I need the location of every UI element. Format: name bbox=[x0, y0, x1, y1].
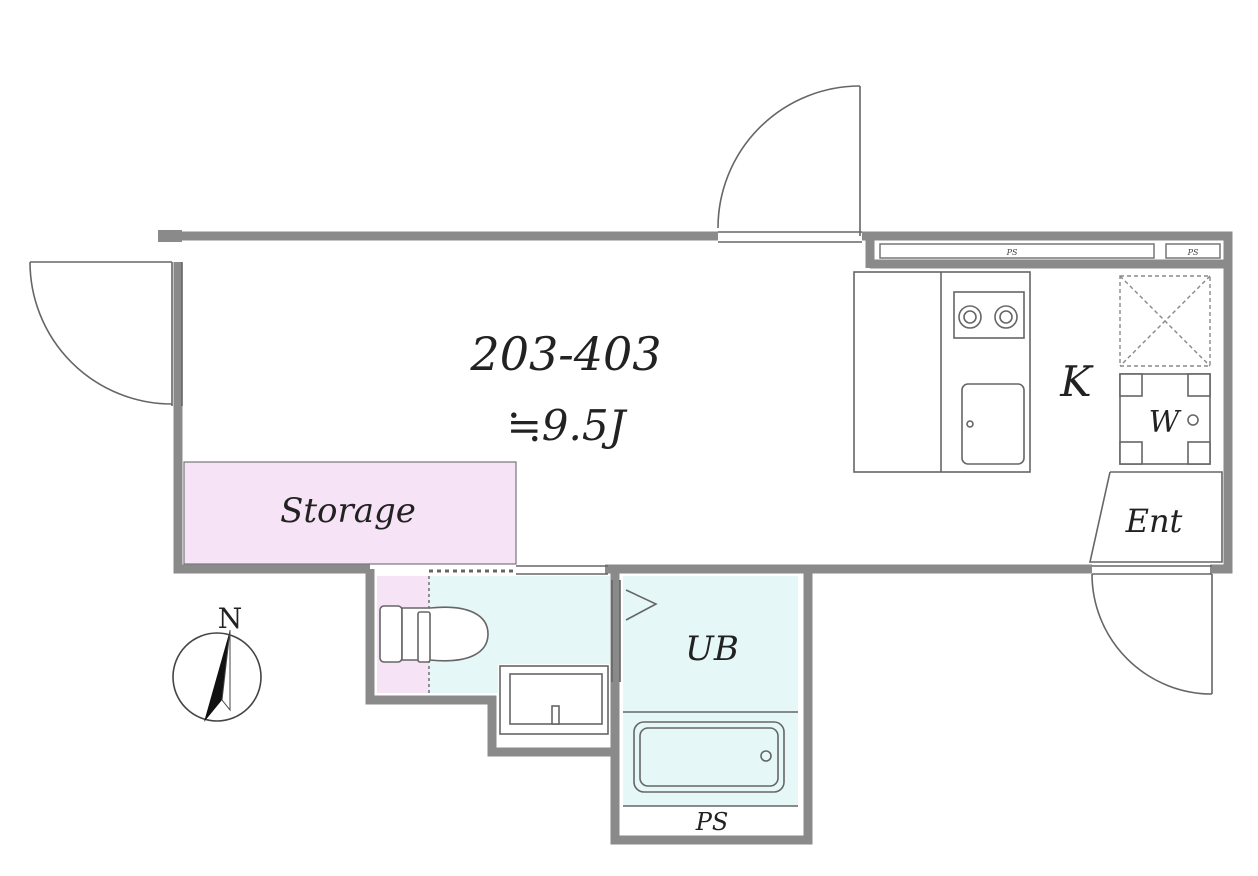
ps-bath-label: PS bbox=[695, 808, 729, 836]
compass bbox=[172, 629, 262, 722]
entrance-step bbox=[1089, 471, 1223, 563]
fridge-space bbox=[1119, 275, 1211, 367]
compass-needle-icon bbox=[204, 630, 230, 722]
entrance-door bbox=[1091, 565, 1213, 695]
kitchen-label: K bbox=[1059, 357, 1094, 406]
ps-strip-left bbox=[879, 243, 1155, 259]
walls bbox=[160, 231, 1233, 845]
toilet-fixture bbox=[379, 605, 489, 663]
ps-strip-right bbox=[1165, 243, 1221, 259]
left-door bbox=[29, 261, 183, 406]
unit-bath-details bbox=[611, 580, 798, 807]
storage-area bbox=[183, 461, 517, 565]
storage-label: Storage bbox=[280, 491, 416, 531]
washer-area bbox=[1119, 373, 1211, 465]
top-door bbox=[717, 85, 862, 243]
room-area: ≒9.5J bbox=[507, 401, 628, 450]
unit-number: 203-403 bbox=[469, 327, 661, 381]
toilet-room-details bbox=[428, 565, 608, 693]
kitchen-counter bbox=[853, 271, 1031, 473]
washer-label: W bbox=[1149, 405, 1182, 440]
toilet-room-floor bbox=[429, 576, 610, 693]
unit-bath-label: UB bbox=[685, 629, 739, 669]
ps-top-left-label: PS bbox=[1006, 248, 1018, 257]
wall-stub bbox=[158, 230, 182, 242]
ps-top-right-label: PS bbox=[1187, 248, 1199, 257]
compass-north-label: N bbox=[218, 602, 243, 635]
entrance-label: Ent bbox=[1125, 502, 1183, 540]
washbasin bbox=[499, 665, 609, 735]
